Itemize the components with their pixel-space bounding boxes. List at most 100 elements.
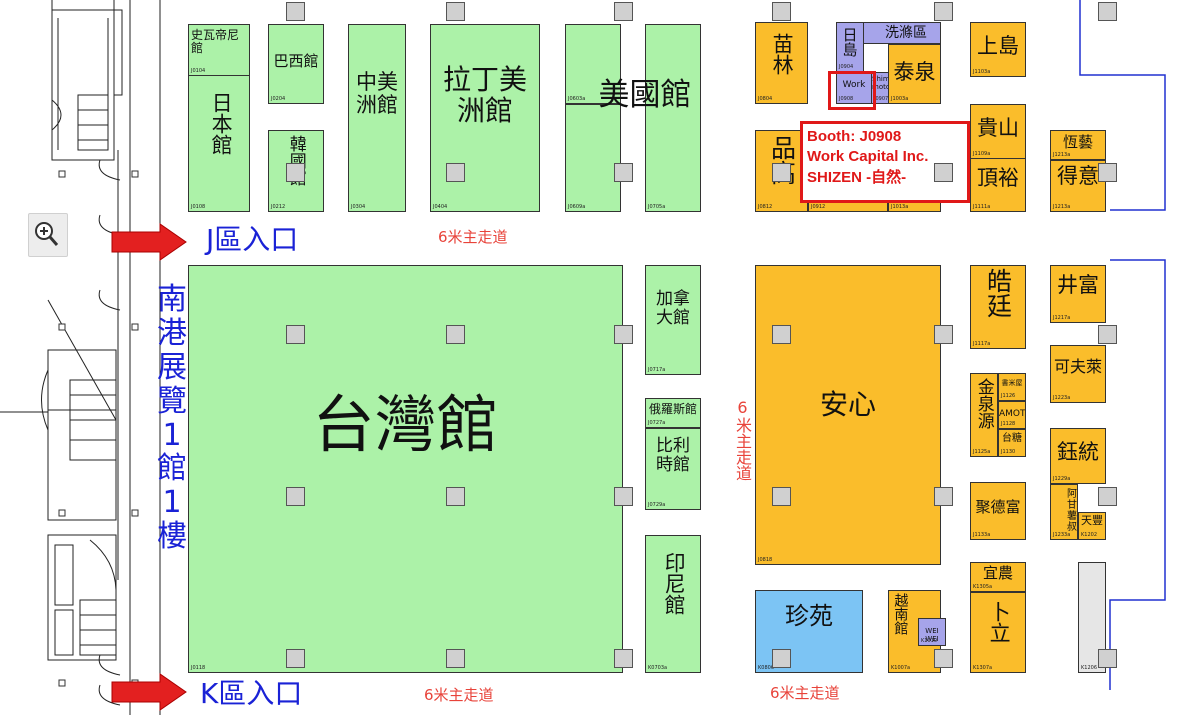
- booth-buli[interactable]: 卜立 K1307a: [970, 592, 1026, 673]
- booth-adi[interactable]: 阿甘薯叔 J1233a: [1050, 484, 1078, 540]
- booth-belgium[interactable]: 比利時館 J0729a: [645, 428, 701, 510]
- booth-id: J1213a: [1053, 204, 1071, 210]
- aisle-label-vertical: 6米主走道: [733, 398, 752, 481]
- booth-brazil[interactable]: 巴西館 J0204: [268, 24, 324, 104]
- booth-taiquan[interactable]: 泰泉 J1003a: [888, 44, 941, 104]
- booth-id: J1133a: [973, 532, 991, 538]
- booth-jinquanyuan[interactable]: 金泉源 J1125a: [970, 373, 998, 457]
- booth-deyi[interactable]: 得意 J1213a: [1050, 160, 1106, 212]
- booth-judefu[interactable]: 聚德富 J1133a: [970, 482, 1026, 540]
- booth-usa-right[interactable]: J0705a: [645, 24, 701, 212]
- booth-label: Shimo moto: [872, 75, 889, 91]
- booth-swahili[interactable]: 史瓦帝尼館 J0104: [188, 24, 250, 76]
- booth-label: 阿甘薯叔: [1067, 489, 1077, 533]
- pillar: [446, 163, 465, 182]
- booth-id: J0212: [271, 204, 286, 210]
- booth-id: J0404: [433, 204, 448, 210]
- pillar: [934, 649, 953, 668]
- booth-yinong[interactable]: 宜農 K1305a: [970, 562, 1026, 592]
- booth-usa-label: 美國館: [598, 77, 692, 113]
- booth-canada[interactable]: 加拿大館 J0717a: [645, 265, 701, 375]
- booth-id: J0912: [811, 204, 826, 210]
- booth-id: J1130: [1001, 449, 1016, 455]
- booth-id: J0609a: [568, 204, 586, 210]
- booth-miaolin[interactable]: 苗林 J0804: [755, 22, 808, 104]
- booth-hengyi[interactable]: 恆藝 J1213a: [1050, 130, 1106, 160]
- booth-dingyu[interactable]: 頂裕 J1111a: [970, 158, 1026, 212]
- booth-id: J1109a: [973, 151, 991, 157]
- booth-shumiwu[interactable]: 書米屋 J1126: [998, 373, 1026, 401]
- pillar: [1098, 325, 1117, 344]
- booth-usa-left-bottom[interactable]: J0609a: [565, 104, 621, 212]
- hall-char: 1: [162, 485, 182, 521]
- booth-k1206[interactable]: K1206: [1078, 562, 1106, 673]
- booth-latin-america[interactable]: 拉丁美洲館 J0404: [430, 24, 540, 212]
- booth-taitang[interactable]: 台糖 J1130: [998, 429, 1026, 457]
- booth-indonesia[interactable]: 印尼館 K0703a: [645, 535, 701, 673]
- booth-washing[interactable]: 洗滌區: [863, 22, 941, 44]
- aisle-label-top: 6米主走道: [438, 228, 508, 246]
- booth-label: 井富: [1057, 273, 1099, 297]
- booth-nichijima[interactable]: 日島 J0904: [836, 22, 864, 72]
- booth-yutong[interactable]: 鈺統 J1229a: [1050, 428, 1106, 484]
- booth-id: K0703a: [648, 665, 668, 671]
- booth-id: J0104: [191, 68, 206, 74]
- booth-russia[interactable]: 俄羅斯館 J0727a: [645, 398, 701, 428]
- booth-label: 金泉源: [973, 378, 994, 429]
- zoom-in-button[interactable]: [28, 213, 68, 257]
- booth-central-america[interactable]: 中美洲館 J0304: [348, 24, 406, 212]
- booth-tianfeng[interactable]: 天豐 K1202: [1078, 512, 1106, 540]
- booth-id: J0118: [191, 665, 206, 671]
- booth-label: 貴山: [977, 116, 1019, 140]
- booth-id: J1125a: [973, 449, 991, 455]
- booth-label: 洗滌區: [885, 25, 927, 41]
- booth-id: J1233a: [1053, 532, 1071, 538]
- pillar: [1098, 163, 1117, 182]
- booth-usa-left-top[interactable]: J0603a: [565, 24, 621, 104]
- booth-amot[interactable]: AMOT J1128: [998, 401, 1026, 429]
- booth-id: J0727a: [648, 420, 666, 426]
- booth-work[interactable]: Work J0908: [836, 72, 872, 104]
- booth-highlight-box: [828, 71, 876, 110]
- entrance-j-label: J區入口: [206, 223, 299, 256]
- entrance-arrow-k: [111, 673, 187, 711]
- booth-anxin[interactable]: 安心 J0818: [755, 265, 941, 565]
- booth-label: 苗林: [770, 33, 795, 75]
- booth-id: J1126: [1001, 393, 1016, 399]
- callout-line-1: Booth: J0908: [807, 128, 902, 145]
- pillar: [772, 2, 791, 21]
- pillar: [772, 325, 791, 344]
- magnifier-plus-icon: [35, 222, 59, 246]
- pillar: [1098, 487, 1117, 506]
- booth-taiwan[interactable]: 台灣館 J0118: [188, 265, 623, 673]
- booth-weiwei[interactable]: WEI WEI K1010: [918, 618, 946, 646]
- booth-label: 日本館: [209, 92, 234, 155]
- booth-label: 史瓦帝尼館: [191, 28, 240, 56]
- callout-line-3: SHIZEN -自然-: [807, 168, 907, 186]
- booth-id: J0108: [191, 204, 206, 210]
- pillar: [446, 2, 465, 21]
- pillar: [446, 325, 465, 344]
- booth-id: J0717a: [648, 367, 666, 373]
- booth-shangdao[interactable]: 上島 J1103a: [970, 22, 1026, 77]
- pillar: [614, 2, 633, 21]
- booth-label: 宜農: [982, 564, 1013, 582]
- hall-char: 南: [157, 282, 187, 317]
- booth-label: 泰泉: [893, 60, 936, 84]
- booth-label: Work: [842, 80, 866, 90]
- pillar: [286, 487, 305, 506]
- booth-japan[interactable]: 日本館 J0108: [188, 75, 250, 212]
- booth-jingfu[interactable]: 井富 J1217a: [1050, 265, 1106, 323]
- pillar: [934, 487, 953, 506]
- booth-label: 天豐: [1081, 514, 1103, 527]
- booth-haoting[interactable]: 皓廷 J1117a: [970, 265, 1026, 349]
- entrance-k-label: K區入口: [200, 677, 303, 710]
- booth-label: 拉丁美洲館: [442, 63, 527, 127]
- booth-label: AMOT: [999, 409, 1026, 419]
- booth-guishan[interactable]: 貴山 J1109a: [970, 104, 1026, 159]
- building-outline: [0, 0, 161, 715]
- hall-char: 樓: [157, 519, 187, 555]
- booth-label: 皓廷: [983, 268, 1013, 318]
- booth-label: 卜立: [987, 601, 1012, 643]
- booth-kefulai[interactable]: 可夫萊 J1223a: [1050, 345, 1106, 403]
